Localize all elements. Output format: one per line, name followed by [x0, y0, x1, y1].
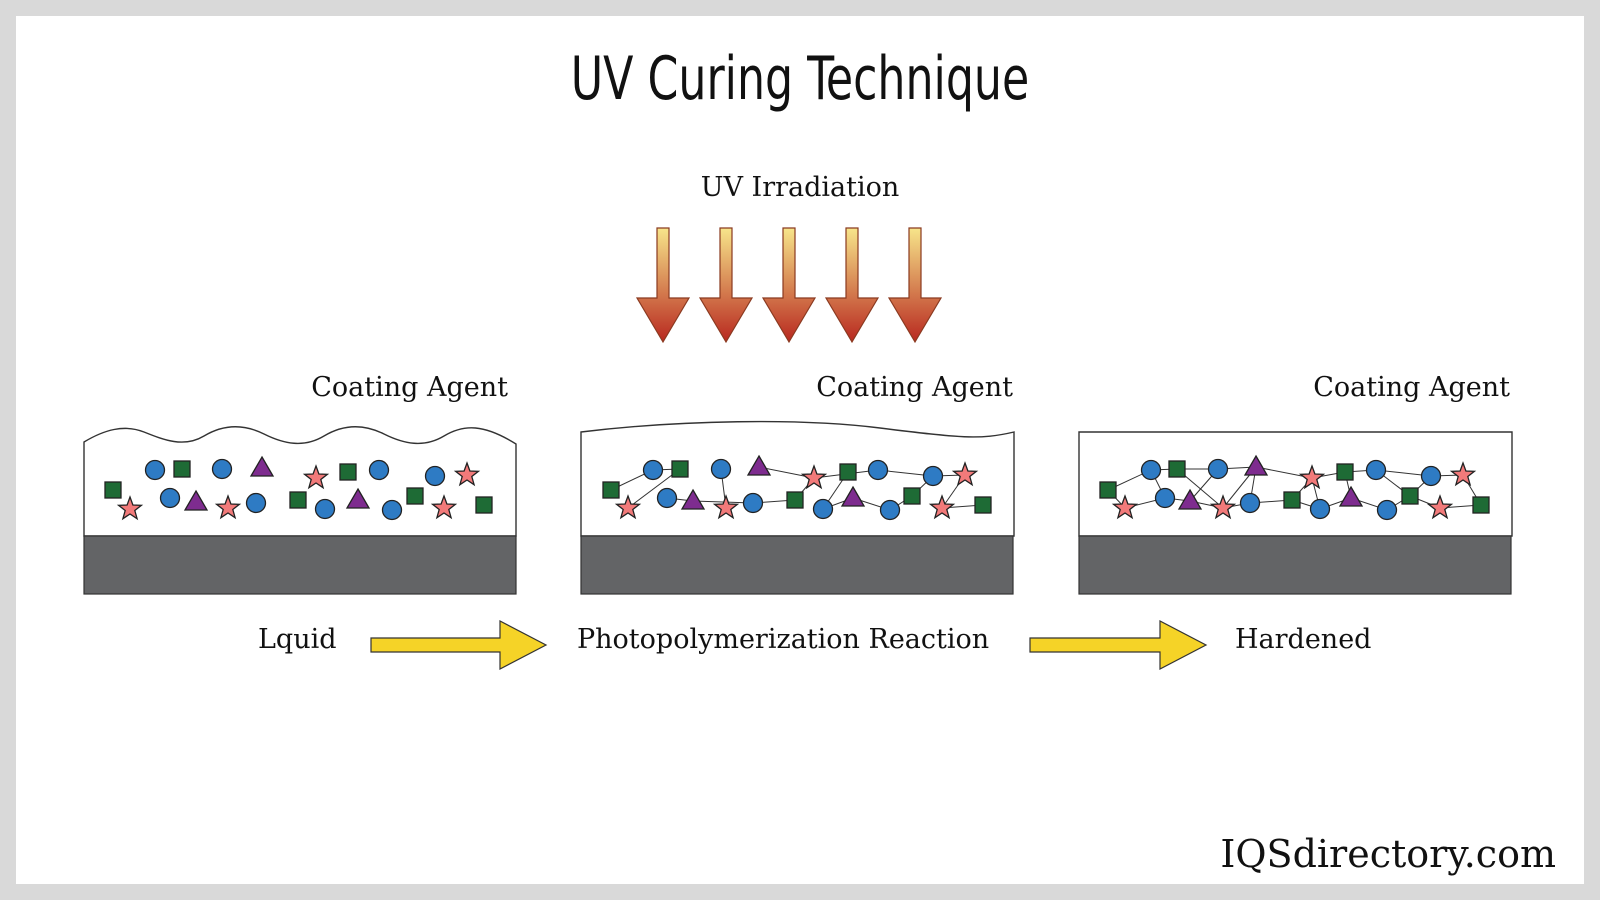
square-molecule	[974, 496, 992, 514]
panel-liquid	[83, 426, 517, 595]
coating-layer	[1078, 431, 1513, 537]
circle-molecule	[742, 492, 764, 514]
square-molecule	[1401, 487, 1419, 505]
star-molecule	[214, 494, 242, 520]
polymer-bond	[627, 468, 681, 509]
square-molecule	[289, 491, 307, 509]
circle-molecule	[159, 487, 181, 509]
star-molecule	[453, 461, 481, 487]
circle-molecule	[1365, 459, 1387, 481]
panel-hardened	[1078, 431, 1513, 595]
square-molecule	[602, 481, 620, 499]
square-molecule	[1336, 463, 1354, 481]
circle-molecule	[1420, 465, 1442, 487]
coating-agent-label-3: Coating Agent	[1313, 372, 1510, 403]
square-molecule	[671, 460, 689, 478]
triangle-molecule	[746, 454, 772, 476]
uv-arrow	[824, 227, 880, 344]
circle-molecule	[211, 458, 233, 480]
square-molecule	[1472, 496, 1490, 514]
square-molecule	[1099, 481, 1117, 499]
uv-arrow	[887, 227, 943, 344]
stage-label-liquid: Lquid	[258, 624, 337, 655]
process-arrow	[1029, 620, 1208, 670]
square-molecule	[406, 487, 424, 505]
square-molecule	[173, 460, 191, 478]
coating-agent-label-2: Coating Agent	[816, 372, 1013, 403]
diagram-title: UV Curing Technique	[570, 44, 1030, 114]
triangle-molecule	[1338, 485, 1364, 507]
star-molecule	[1298, 464, 1326, 490]
square-molecule	[903, 487, 921, 505]
star-molecule	[951, 461, 979, 487]
triangle-molecule	[249, 455, 275, 477]
star-molecule	[1111, 494, 1139, 520]
coating-agent-label-1: Coating Agent	[311, 372, 508, 403]
star-molecule	[614, 494, 642, 520]
process-arrow	[370, 620, 548, 670]
circle-molecule	[879, 499, 901, 521]
triangle-molecule	[1177, 488, 1203, 510]
substrate-layer	[1078, 535, 1512, 595]
triangle-molecule	[840, 485, 866, 507]
stage-label-hardened: Hardened	[1235, 624, 1372, 655]
star-molecule	[116, 495, 144, 521]
triangle-molecule	[1243, 454, 1269, 476]
circle-molecule	[1239, 492, 1261, 514]
circle-molecule	[144, 459, 166, 481]
uv-arrow	[761, 227, 817, 344]
star-molecule	[1426, 494, 1454, 520]
uv-irradiation-label: UV Irradiation	[700, 172, 900, 203]
square-molecule	[339, 463, 357, 481]
circle-molecule	[1140, 459, 1162, 481]
square-molecule	[104, 481, 122, 499]
coating-layer	[580, 420, 1015, 537]
star-molecule	[800, 464, 828, 490]
triangle-molecule	[345, 487, 371, 509]
square-molecule	[475, 496, 493, 514]
coating-layer	[83, 426, 517, 537]
uv-arrow	[698, 227, 754, 344]
circle-molecule	[245, 492, 267, 514]
circle-molecule	[867, 459, 889, 481]
panel-reaction	[580, 420, 1015, 595]
circle-molecule	[314, 498, 336, 520]
process-arrows-group	[370, 620, 1208, 670]
star-molecule	[1449, 461, 1477, 487]
circle-molecule	[710, 458, 732, 480]
circle-molecule	[424, 465, 446, 487]
stage-label-reaction: Photopolymerization Reaction	[577, 624, 990, 655]
square-molecule	[1168, 460, 1186, 478]
circle-molecule	[368, 459, 390, 481]
uv-arrow	[635, 227, 691, 344]
substrate-layer	[580, 535, 1014, 595]
circle-molecule	[381, 499, 403, 521]
circle-molecule	[1376, 499, 1398, 521]
star-molecule	[712, 494, 740, 520]
star-molecule	[928, 494, 956, 520]
uv-arrows-group	[635, 227, 943, 344]
circle-molecule	[922, 465, 944, 487]
circle-molecule	[1154, 487, 1176, 509]
star-molecule	[430, 494, 458, 520]
square-molecule	[839, 463, 857, 481]
triangle-molecule	[183, 489, 209, 511]
square-molecule	[1283, 491, 1301, 509]
star-molecule	[302, 464, 330, 490]
brand-watermark: IQSdirectory.com	[1220, 832, 1556, 876]
circle-molecule	[642, 459, 664, 481]
square-molecule	[786, 491, 804, 509]
star-molecule	[1209, 494, 1237, 520]
triangle-molecule	[680, 488, 706, 510]
circle-molecule	[656, 487, 678, 509]
circle-molecule	[812, 498, 834, 520]
substrate-layer	[83, 535, 517, 595]
circle-molecule	[1309, 498, 1331, 520]
circle-molecule	[1207, 458, 1229, 480]
